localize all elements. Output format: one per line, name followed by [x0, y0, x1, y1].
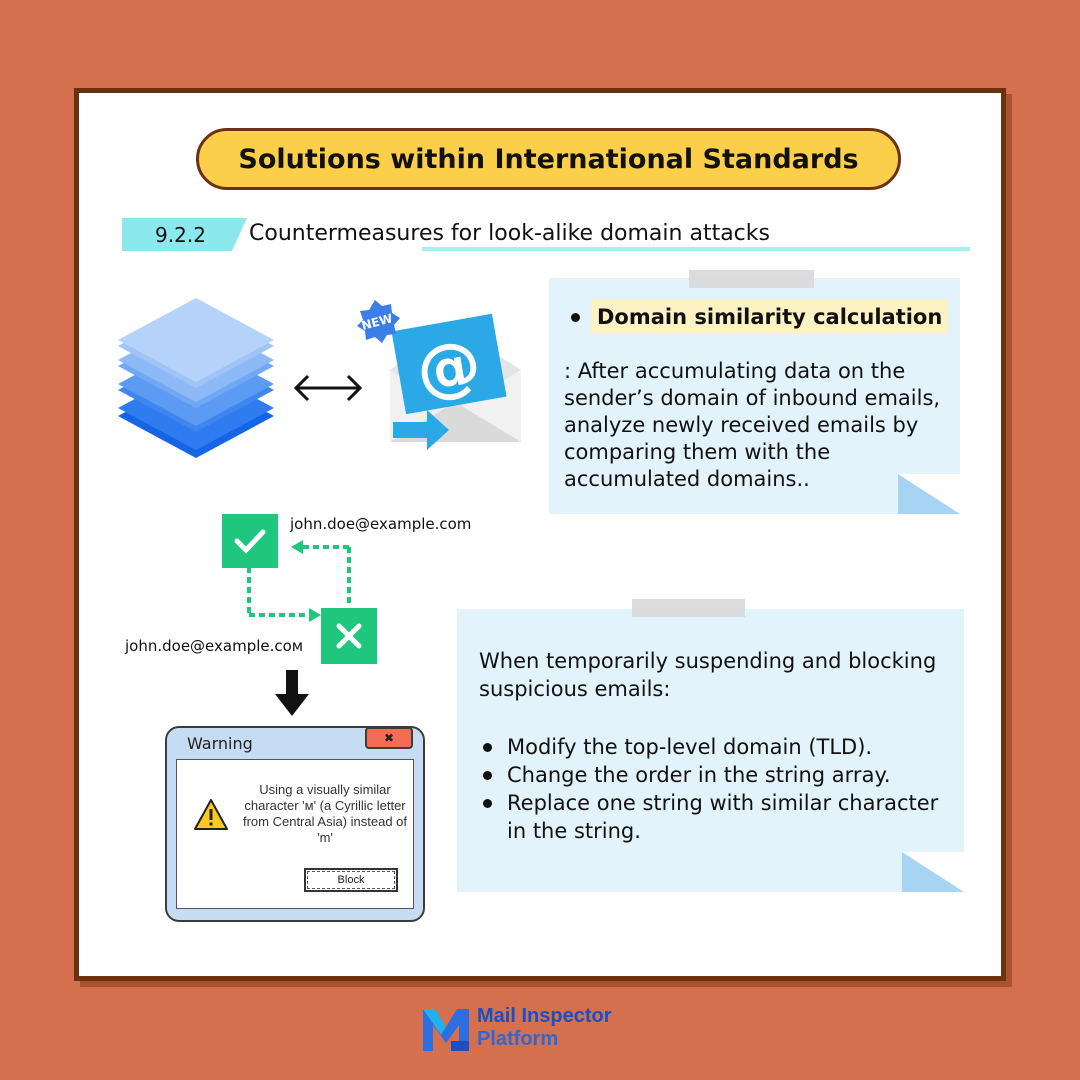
note-tape — [689, 270, 814, 288]
logo-mark-icon — [423, 1009, 469, 1051]
down-arrow-icon — [275, 670, 309, 716]
list-item-text: Modify the top-level domain (TLD). — [507, 735, 873, 759]
warning-dialog-title: Warning — [187, 734, 253, 753]
warning-dialog: Warning ✖ Using a visually similar chara… — [165, 726, 425, 922]
bullet-dot — [483, 799, 492, 808]
block-button-label: Block — [307, 871, 395, 889]
section-title: Countermeasures for look-alike domain at… — [249, 221, 770, 246]
bullet-dot — [571, 313, 580, 322]
valid-email-label: john.doe@example.com — [290, 515, 472, 533]
blocking-methods-note: When temporarily suspending and blocking… — [457, 599, 964, 892]
warning-icon — [194, 799, 228, 830]
note1-heading: Domain similarity calculation — [591, 300, 949, 334]
section-number: 9.2.2 — [122, 218, 247, 251]
x-icon — [321, 608, 377, 664]
list-item: Replace one string with similar characte… — [483, 789, 953, 845]
warning-message: Using a visually similar character 'м' (… — [242, 782, 408, 845]
page-title: Solutions within International Standards — [196, 128, 901, 190]
list-item-text: Replace one string with similar characte… — [507, 791, 939, 843]
close-button[interactable]: ✖ — [365, 727, 413, 749]
domain-similarity-note: Domain similarity calculation : After ac… — [549, 270, 960, 514]
list-item-text: Change the order in the string array. — [507, 763, 891, 787]
database-layers-icon — [118, 298, 274, 458]
logo-text-line2: Platform — [477, 1028, 559, 1050]
domain-check-diagram — [222, 514, 377, 664]
note2-intro: When temporarily suspending and blocking… — [479, 649, 937, 701]
blocking-methods-list: Modify the top-level domain (TLD). Chang… — [483, 733, 953, 845]
brand-logo: Mail Inspector Platform — [421, 1005, 641, 1055]
spoofed-email-label: john.doe@example.coм — [125, 637, 304, 655]
layer-1 — [118, 298, 274, 388]
logo-text-line1: Mail Inspector — [477, 1005, 612, 1027]
bullet-dot — [483, 771, 492, 780]
double-arrow-icon — [293, 374, 363, 402]
note-tape — [632, 599, 745, 617]
list-item: Modify the top-level domain (TLD). — [483, 733, 953, 761]
new-email-icon: @ NEW — [357, 300, 521, 450]
section-underline — [422, 247, 970, 251]
new-badge: NEW — [357, 300, 400, 343]
email-at-symbol: @ — [411, 326, 487, 410]
section-header: 9.2.2 Countermeasures for look-alike dom… — [122, 218, 970, 254]
note1-body: : After accumulating data on the sender’… — [564, 359, 941, 491]
warning-dialog-body: Using a visually similar character 'м' (… — [176, 759, 414, 909]
flow-arrows — [247, 540, 351, 622]
list-item: Change the order in the string array. — [483, 761, 953, 789]
bullet-dot — [483, 743, 492, 752]
block-button[interactable]: Block — [304, 868, 398, 892]
check-icon — [222, 514, 278, 568]
